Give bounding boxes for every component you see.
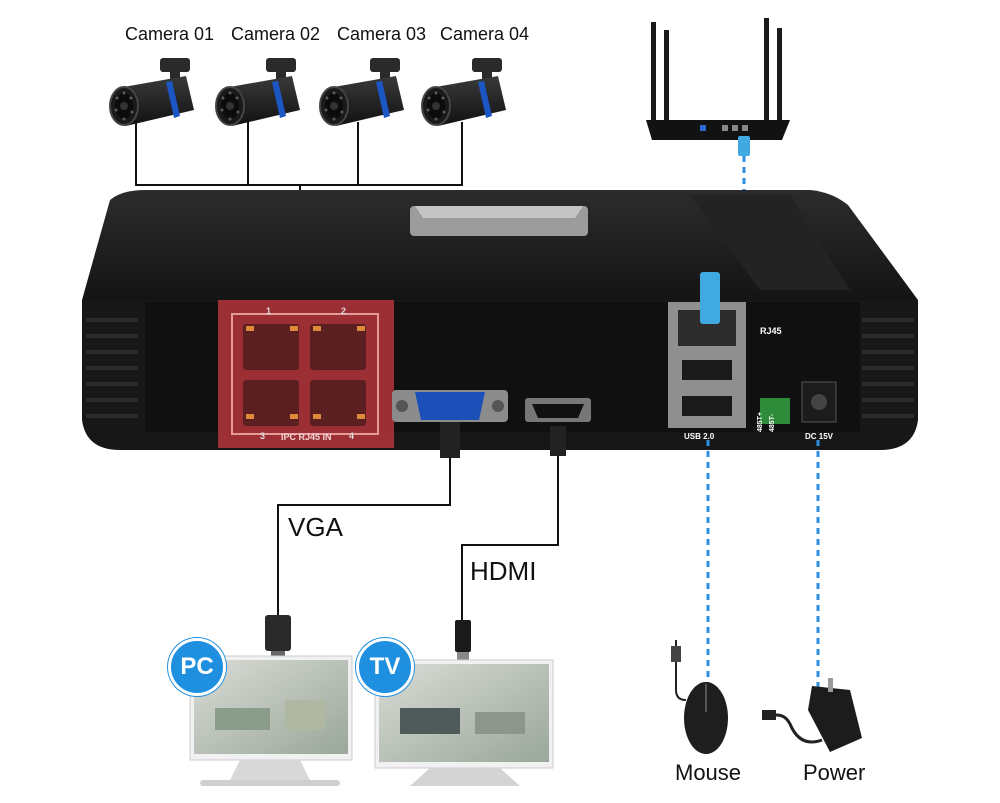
vga-label: VGA [288,512,343,542]
dc-power-label: DC 15V [805,432,834,441]
camera-01-label: Camera 01 [125,24,215,44]
bullet-camera-icon [215,57,301,127]
power-label: Power [803,760,866,785]
router-icon [646,18,790,156]
bullet-camera-icon [109,57,195,127]
mouse-label: Mouse [675,760,742,785]
mouse-icon [671,640,728,754]
hdmi-connector-icon [525,398,591,456]
ipc-rj45-ports [218,300,394,448]
vga-cable [277,458,451,615]
monitor-icon [189,655,353,786]
hdmi-cable [461,456,559,620]
port-number-2: 2 [341,306,347,316]
rs485-minus-label: 485T- [769,414,776,432]
hdmi-plug [455,620,471,660]
camera-02-label: Camera 02 [231,24,321,44]
rs485-plus-label: 485T+ [757,411,764,432]
vga-plug [265,615,291,659]
hdmi-label: HDMI [470,556,537,586]
port-number-4: 4 [349,431,355,441]
camera-04-label: Camera 04 [440,24,530,44]
usb-label: USB 2.0 [684,432,715,441]
tv-icon [374,659,554,786]
vga-connector-icon [392,390,508,458]
rj45-usb-panel [668,272,837,428]
rj45-label: RJ45 [760,326,782,336]
tv-badge: TV [356,638,414,696]
pc-badge: PC [168,638,226,696]
port-number-3: 3 [260,431,266,441]
power-adapter-icon [762,678,862,752]
bullet-camera-icon [421,57,507,127]
port-number-1: 1 [266,306,272,316]
camera-03-label: Camera 03 [337,24,427,44]
ipc-rj45-in-label: IPC RJ45 IN [281,432,332,442]
bullet-camera-icon [319,57,405,127]
